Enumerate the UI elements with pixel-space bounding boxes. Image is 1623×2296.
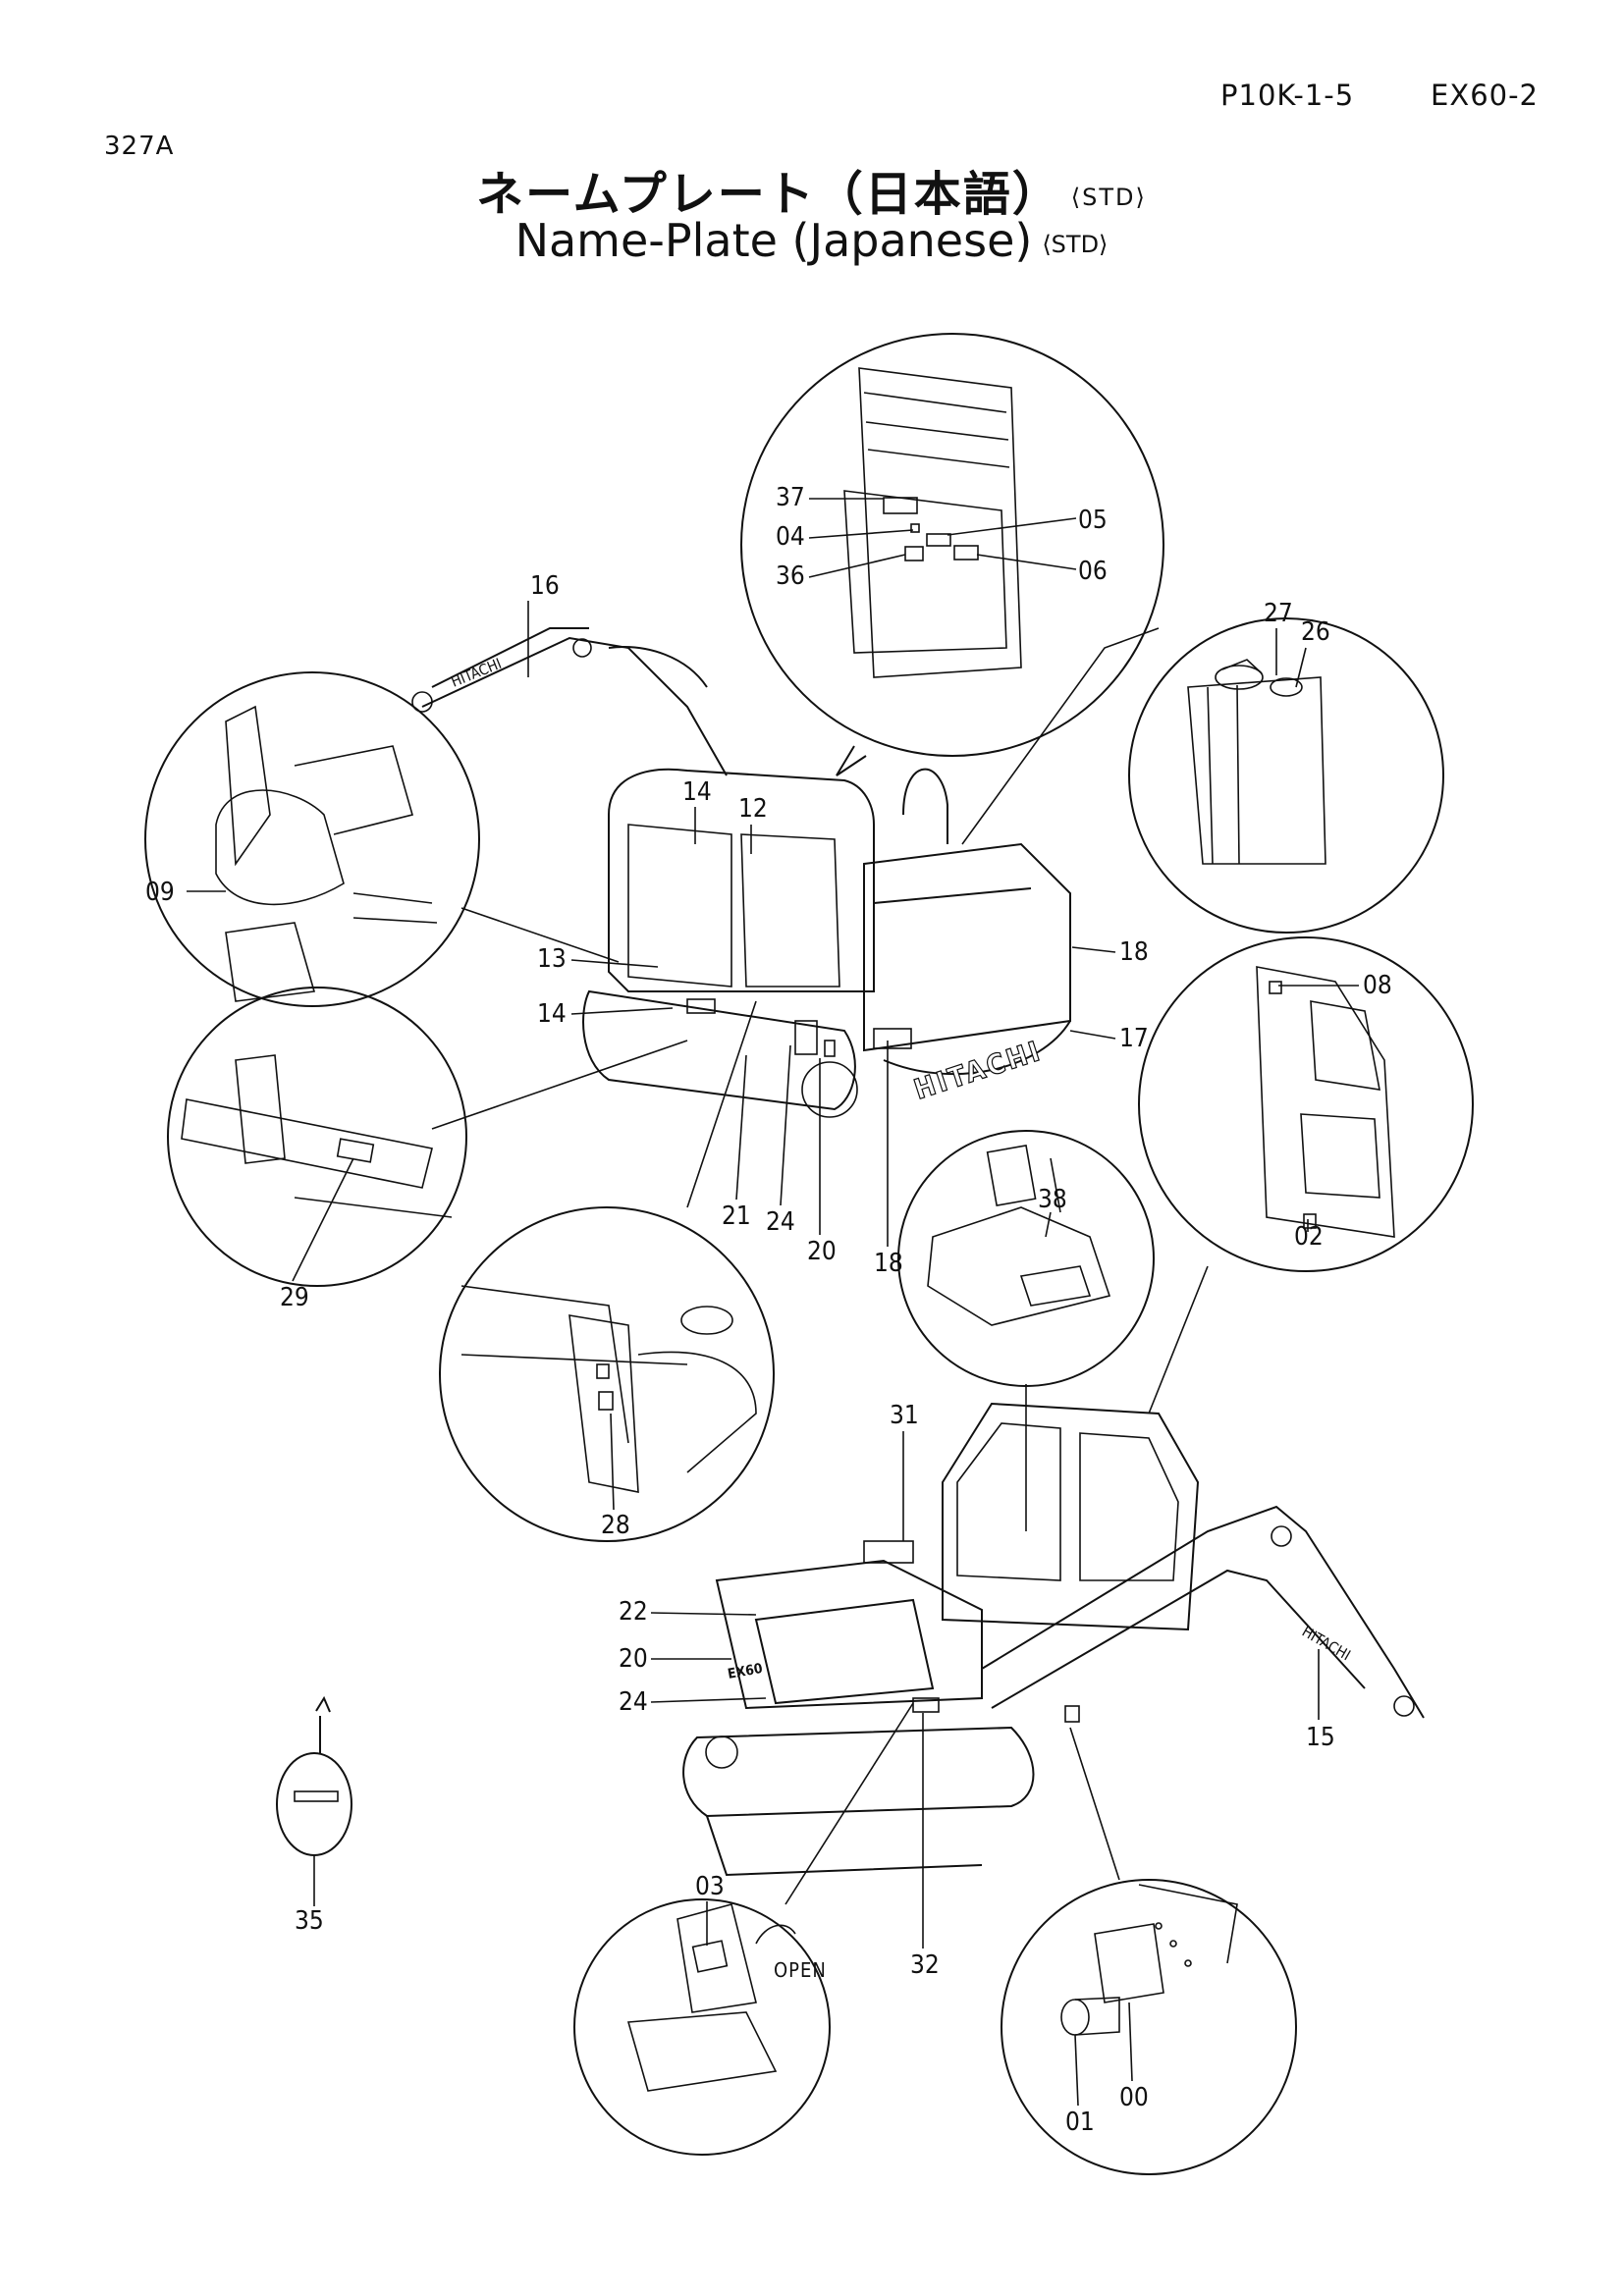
detail-circle-console	[897, 1130, 1155, 1387]
leader-line-c01	[1074, 2034, 1079, 2107]
leader-line-c17	[1069, 1030, 1116, 1040]
detail-connector-line	[961, 627, 1160, 845]
detail-circle-door-frame	[439, 1206, 775, 1542]
callout-c16: 16	[530, 571, 560, 601]
callout-c04: 04	[776, 522, 805, 552]
callout-c32: 32	[910, 1950, 940, 1980]
leader-line-c13	[570, 959, 659, 968]
callout-c26: 26	[1301, 617, 1330, 647]
open-label-text: OPEN	[774, 1958, 827, 1982]
boom-brand-text: HITACHI	[449, 655, 505, 691]
detail-circle-tank	[1128, 617, 1444, 934]
title-variant-tag: ⟨STD⟩	[1070, 184, 1147, 211]
callout-c21: 21	[722, 1201, 751, 1231]
callout-labels: 16 37 04 36 05 06 27 26 14 12 09 13 14 18 17 18 21 24 20 08…	[145, 483, 1392, 2137]
callout-c28: 28	[601, 1511, 630, 1540]
detail-circle-seat	[144, 671, 480, 1007]
callout-c14b: 14	[537, 999, 567, 1029]
detail-circle-storage-box	[573, 1898, 831, 2156]
figure-number: 327A	[104, 132, 175, 161]
leader-line-c04	[808, 529, 914, 539]
leader-line-c36	[808, 554, 906, 578]
callout-c08: 08	[1363, 971, 1392, 1000]
callout-c06: 06	[1078, 557, 1108, 586]
detail-circle-rail	[167, 987, 467, 1287]
callout-c36: 36	[776, 561, 805, 591]
callout-c01: 01	[1065, 2108, 1095, 2137]
callout-c18a: 18	[1119, 937, 1149, 967]
callout-c20b: 20	[619, 1644, 648, 1674]
callout-c14a: 14	[682, 777, 712, 807]
page-code: P10K-1-5	[1220, 79, 1355, 112]
callout-c05: 05	[1078, 506, 1108, 535]
leader-lines	[187, 498, 1359, 2107]
excavator-upper-view	[411, 627, 1071, 1118]
title-english-text: Name-Plate (Japanese)	[514, 214, 1033, 267]
callout-c15: 15	[1306, 1723, 1335, 1752]
callout-c02: 02	[1294, 1222, 1324, 1252]
detail-circle-plate	[1001, 1879, 1297, 2175]
callout-c13: 13	[537, 944, 567, 974]
detail-connector-line	[1069, 1727, 1120, 1881]
callout-c29: 29	[280, 1283, 309, 1312]
model-code: EX60-2	[1431, 79, 1540, 112]
detail-connector-line	[431, 1040, 688, 1130]
leader-line-c29	[292, 1157, 354, 1282]
detail-connector-line	[460, 907, 620, 963]
leader-line-c22	[650, 1612, 757, 1616]
callout-c09: 09	[145, 878, 175, 907]
title-english: Name-Plate (Japanese) ⟨STD⟩	[0, 214, 1623, 267]
title-japanese: ネームプレート（日本語） ⟨STD⟩	[0, 155, 1623, 224]
lower-boom-brand-text: HITACHI	[1299, 1623, 1354, 1664]
leader-line-c18a	[1071, 946, 1116, 953]
callout-c00: 00	[1119, 2083, 1149, 2112]
detail-connector-line	[686, 1000, 757, 1208]
key-tag-illustration	[276, 1695, 352, 1856]
leader-line-c24b	[650, 1697, 767, 1703]
callout-c24a: 24	[766, 1207, 795, 1237]
callout-c03: 03	[695, 1872, 725, 1901]
leader-line-c21	[735, 1054, 747, 1201]
leader-line-c24a	[780, 1044, 791, 1206]
counterweight-brand-text: HITACHI	[910, 1035, 1046, 1106]
title-variant-tag-en: ⟨STD⟩	[1042, 230, 1109, 258]
leader-line-c26	[1295, 647, 1307, 688]
model-decal-text: EX60	[727, 1661, 764, 1682]
callout-c38: 38	[1038, 1185, 1067, 1214]
detail-connector-line	[1148, 1265, 1209, 1415]
leader-line-c06	[976, 554, 1077, 570]
callout-c35: 35	[295, 1906, 324, 1936]
callout-c24b: 24	[619, 1687, 648, 1717]
leader-line-c14b	[570, 1007, 674, 1015]
leader-line-c38	[1045, 1211, 1052, 1238]
callout-c17: 17	[1119, 1024, 1149, 1053]
detail-circle-cab-door	[1138, 936, 1474, 1272]
callout-c31: 31	[890, 1401, 919, 1430]
excavator-lower-view	[682, 1402, 1425, 1877]
callout-c12: 12	[738, 794, 768, 824]
callout-c37: 37	[776, 483, 805, 512]
leader-line-c28	[610, 1413, 615, 1511]
callout-c27: 27	[1264, 599, 1293, 628]
callout-c20a: 20	[807, 1237, 837, 1266]
leader-line-c00	[1128, 2002, 1133, 2082]
detail-circle-cab-window	[740, 333, 1164, 776]
title-japanese-text: ネームプレート（日本語）	[476, 167, 1061, 222]
detail-connector-line	[784, 1702, 914, 1905]
callout-c22: 22	[619, 1597, 648, 1627]
leader-line-c05	[947, 517, 1077, 536]
callout-c18b: 18	[874, 1249, 903, 1278]
